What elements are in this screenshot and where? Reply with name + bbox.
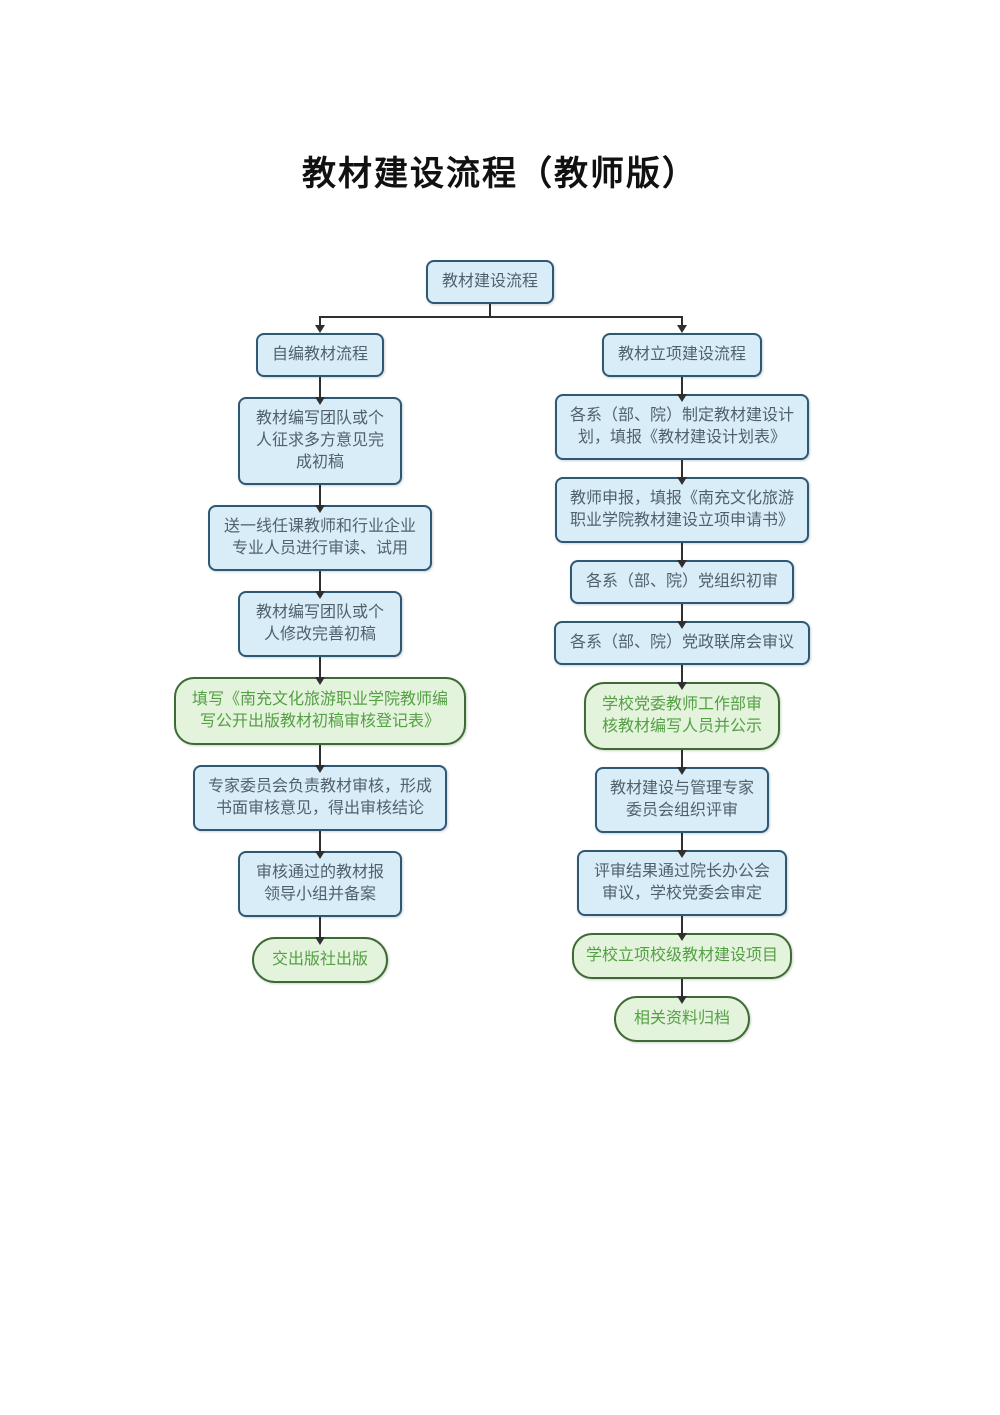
arrow-down-icon (680, 543, 683, 560)
left-node-publish: 交出版社出版 (251, 937, 388, 983)
right-node-committee-review: 教材建设与管理专家委员会组织评审 (594, 767, 769, 833)
right-node-apply: 教师申报，填报《南充文化旅游职业学院教材建设立项申请书》 (554, 477, 809, 543)
arrow-down-icon (319, 571, 321, 591)
left-node-review-trial: 送一线任课教师和行业企业专业人员进行审读、试用 (208, 505, 432, 571)
arrow-down-icon (680, 460, 683, 477)
left-node-expert-review: 专家委员会负责教材审核，形成书面审核意见，得出审核结论 (193, 765, 447, 831)
arrow-down-icon (680, 916, 683, 933)
left-branch-header: 自编教材流程 (255, 333, 384, 377)
right-node-party-initial-review: 各系（部、院）党组织初审 (569, 560, 795, 604)
left-branch-column: 自编教材流程 教材编写团队或个人征求多方意见完成初稿 送一线任课教师和行业企业专… (174, 333, 466, 983)
arrow-down-icon (319, 831, 321, 851)
right-branch-header: 教材立项建设流程 (601, 333, 763, 377)
right-node-final-approval: 评审结果通过院长办公会审议，学校党委会审定 (576, 850, 787, 916)
arrow-down-icon (680, 377, 683, 394)
right-branch-column: 教材立项建设流程 各系（部、院）制定教材建设计划，填报《教材建设计划表》 教师申… (553, 333, 811, 1042)
left-node-report-record: 审核通过的教材报领导小组并备案 (238, 851, 402, 917)
left-node-draft: 教材编写团队或个人征求多方意见完成初稿 (238, 397, 402, 485)
connector-split-line (319, 316, 683, 318)
arrow-down-icon (680, 604, 683, 621)
left-node-fill-form: 填写《南充文化旅游职业学院教师编写公开出版教材初稿审核登记表》 (174, 677, 466, 745)
arrow-down-icon (319, 745, 321, 765)
right-node-plan: 各系（部、院）制定教材建设计划，填报《教材建设计划表》 (554, 394, 809, 460)
arrow-down-icon (680, 833, 683, 850)
connector-stub (489, 304, 491, 317)
right-node-publicity: 学校党委教师工作部审核教材编写人员并公示 (583, 682, 780, 750)
right-node-archive: 相关资料归档 (613, 996, 751, 1042)
arrow-down-icon (319, 485, 321, 505)
arrow-down-icon (319, 657, 321, 677)
page-title: 教材建设流程（教师版） (302, 156, 698, 193)
arrow-down-icon (319, 318, 321, 325)
arrow-down-icon (319, 377, 321, 397)
left-node-revise: 教材编写团队或个人修改完善初稿 (238, 591, 402, 657)
arrow-down-icon (680, 979, 683, 996)
root-node: 教材建设流程 (425, 260, 555, 304)
arrow-down-icon (319, 917, 321, 937)
arrow-down-icon (680, 750, 683, 767)
arrow-down-icon (680, 665, 683, 682)
arrow-down-icon (681, 318, 683, 325)
